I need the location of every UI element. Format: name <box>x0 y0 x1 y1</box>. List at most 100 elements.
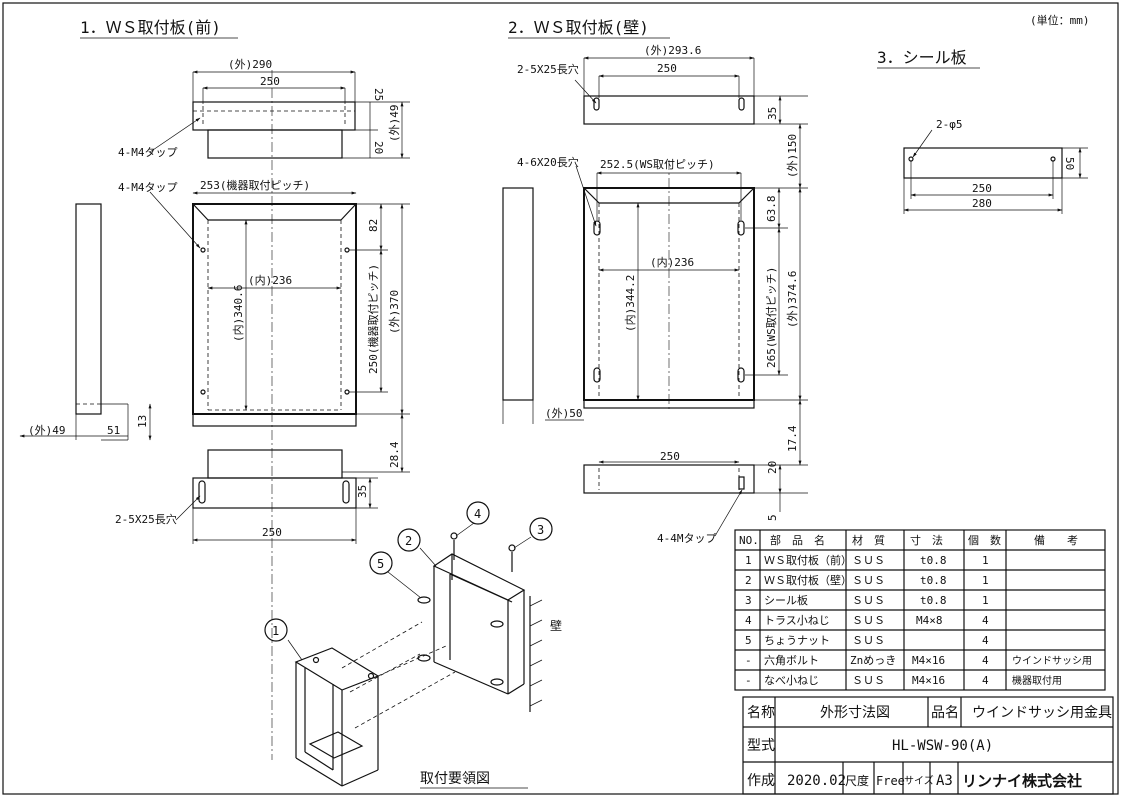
cell-r4-qty: 4 <box>982 634 989 647</box>
cell-r6-mat: ＳＵＳ <box>852 674 885 687</box>
cell-r3-qty: 4 <box>982 614 989 627</box>
title-block <box>742 696 1114 795</box>
seal-dim-250: 250 <box>972 182 992 195</box>
cell-r4-no: 5 <box>745 634 752 647</box>
cell-r6-name: なべ小ねじ <box>764 674 819 687</box>
front-dim-82: 82 <box>367 219 380 232</box>
cell-r4-mat: ＳＵＳ <box>852 634 885 647</box>
front-pitch-253: 253(機器取付ピッチ) <box>200 178 310 192</box>
front-slot: 2-5X25長穴 <box>115 512 177 526</box>
cell-r6-qty: 4 <box>982 674 989 687</box>
section-title-seal: 3．シール板 <box>877 48 967 67</box>
wall-outer-374: (外)374.6 <box>786 271 799 328</box>
cell-r2-qty: 1 <box>982 594 989 607</box>
balloon-5: 5 <box>377 557 384 571</box>
balloon-4: 4 <box>474 507 481 521</box>
cell-r3-no: 4 <box>745 614 752 627</box>
th-qty: 個 数 <box>968 534 1001 547</box>
section-title-wall: 2．ＷＳ取付板(壁) <box>508 18 649 37</box>
cell-r6-no: - <box>745 674 752 687</box>
wall-dim-63: 63.8 <box>765 196 778 223</box>
wall-pitch-252: 252.5(WS取付ピッチ) <box>600 158 715 171</box>
cell-r2-size: t0.8 <box>920 594 947 607</box>
tb-name-value: 外形寸法図 <box>820 705 890 721</box>
cell-r4-name: ちょうナット <box>764 634 830 647</box>
wall-tap: 4-4Mタップ <box>657 532 717 545</box>
assembly-drawing <box>264 501 553 787</box>
cell-r0-no: 1 <box>745 554 752 567</box>
cell-r3-size: M4×8 <box>916 614 943 627</box>
front-dim-outer-49: (外)49 <box>388 105 401 143</box>
tb-name-label: 名称 <box>747 705 775 721</box>
wall-outer-50: (外)50 <box>545 407 583 420</box>
parts-table <box>734 529 1106 691</box>
tb-company: リンナイ株式会社 <box>962 772 1082 790</box>
cell-r1-mat: ＳＵＳ <box>852 574 885 587</box>
front-tap-mid: 4-M4タップ <box>118 181 178 194</box>
cell-r5-no: - <box>745 654 752 667</box>
seal-dim-50: 50 <box>1063 157 1076 170</box>
th-size: 寸 法 <box>910 533 943 547</box>
cell-r2-name: シール板 <box>764 593 808 607</box>
cell-r0-name: ＷＳ取付板（前） <box>764 553 852 567</box>
front-outer-370: (外)370 <box>388 290 401 334</box>
wall-dim-35: 35 <box>766 107 779 120</box>
cell-r0-size: t0.8 <box>920 554 947 567</box>
th-note: 備 考 <box>1034 534 1078 547</box>
cell-r2-mat: ＳＵＳ <box>852 594 885 607</box>
wall-dim-250-top: 250 <box>657 62 677 75</box>
wall-dim-5: 5 <box>766 514 779 521</box>
wall-plate-views <box>502 56 808 537</box>
cell-r5-size: M4×16 <box>912 654 945 667</box>
cell-r5-note: ウインドサッシ用 <box>1012 655 1092 667</box>
front-dim-28: 28.4 <box>388 441 401 468</box>
cell-r1-no: 2 <box>745 574 752 587</box>
wall-outer-293: (外)293.6 <box>644 44 701 57</box>
front-plate-views <box>19 70 410 760</box>
tb-model-value: HL-WSW-90(A) <box>892 738 993 754</box>
wall-outer-150: (外)150 <box>786 134 799 178</box>
cell-r3-name: トラス小ねじ <box>764 614 830 627</box>
tb-size-value: A3 <box>936 773 953 789</box>
cell-r1-size: t0.8 <box>920 574 947 587</box>
th-material: 材 質 <box>852 533 885 547</box>
wall-dim-17: 17.4 <box>786 425 799 452</box>
cell-r0-qty: 1 <box>982 554 989 567</box>
wall-slot: 2-5X25長穴 <box>517 62 579 76</box>
tb-model-label: 型式 <box>747 738 775 754</box>
cell-r6-note: 機器取付用 <box>1012 674 1062 687</box>
balloon-3: 3 <box>537 523 544 537</box>
tb-size-label: サイズ <box>904 774 934 787</box>
cell-r5-name: 六角ボルト <box>764 654 819 667</box>
cell-r6-size: M4×16 <box>912 674 945 687</box>
wall-pitch-265: 265(WS取付ピッチ) <box>765 267 778 368</box>
cell-r5-mat: Znめっき <box>850 654 896 667</box>
section-title-front: 1．ＷＳ取付板(前) <box>80 18 221 37</box>
front-tap-top: 4-M4タップ <box>118 146 178 159</box>
front-dim-25: 25 <box>372 88 385 101</box>
front-dim-250-top: 250 <box>260 75 280 88</box>
wall-label: 壁 <box>550 618 562 633</box>
front-pitch-250v: 250(機器取付ピッチ) <box>366 264 380 374</box>
cell-r5-qty: 4 <box>982 654 989 667</box>
unit-note: (単位：mm) <box>1030 13 1090 27</box>
wall-slot-side: 4-6X20長穴 <box>517 155 579 169</box>
cell-r3-mat: ＳＵＳ <box>852 614 885 627</box>
wall-inner-236: (内)236 <box>650 255 694 269</box>
balloon-2: 2 <box>405 534 412 548</box>
front-dim-51: 51 <box>107 424 120 437</box>
tb-product-value: ウインドサッシ用金具 <box>972 705 1112 721</box>
front-inner-236: (内)236 <box>248 273 292 287</box>
seal-plate-view <box>903 129 1088 214</box>
cell-r2-no: 3 <box>745 594 752 607</box>
cell-r0-mat: ＳＵＳ <box>852 554 885 567</box>
front-outer-49-left: (外)49 <box>28 424 66 437</box>
front-dim-20: 20 <box>372 141 385 154</box>
wall-dim-20: 20 <box>766 461 779 474</box>
front-dim-13: 13 <box>136 415 149 428</box>
assembly-caption: 取付要領図 <box>420 770 490 787</box>
front-dim-250-bot: 250 <box>262 526 282 539</box>
